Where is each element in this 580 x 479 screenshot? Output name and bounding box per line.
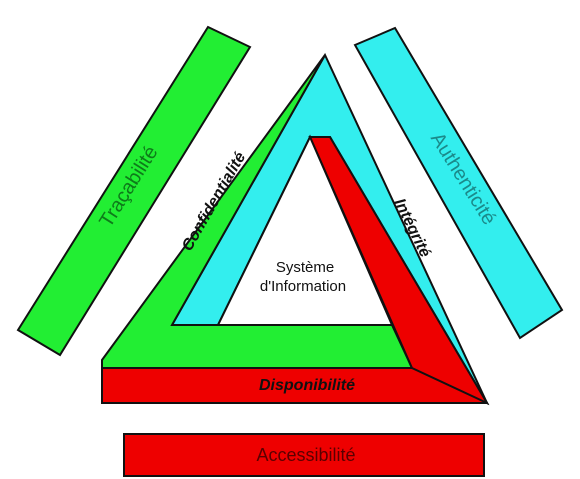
accessibilite-label: Accessibilité [256, 445, 355, 465]
authenticite-bar [353, 26, 564, 340]
tracabilite-bar [16, 25, 252, 357]
accessibilite-bar [123, 433, 485, 477]
disponibilite-label: Disponibilité [259, 377, 355, 394]
system-label-line1: Système [276, 259, 334, 276]
system-label-line2: d'Information [260, 278, 346, 295]
system-triangle [216, 134, 394, 326]
